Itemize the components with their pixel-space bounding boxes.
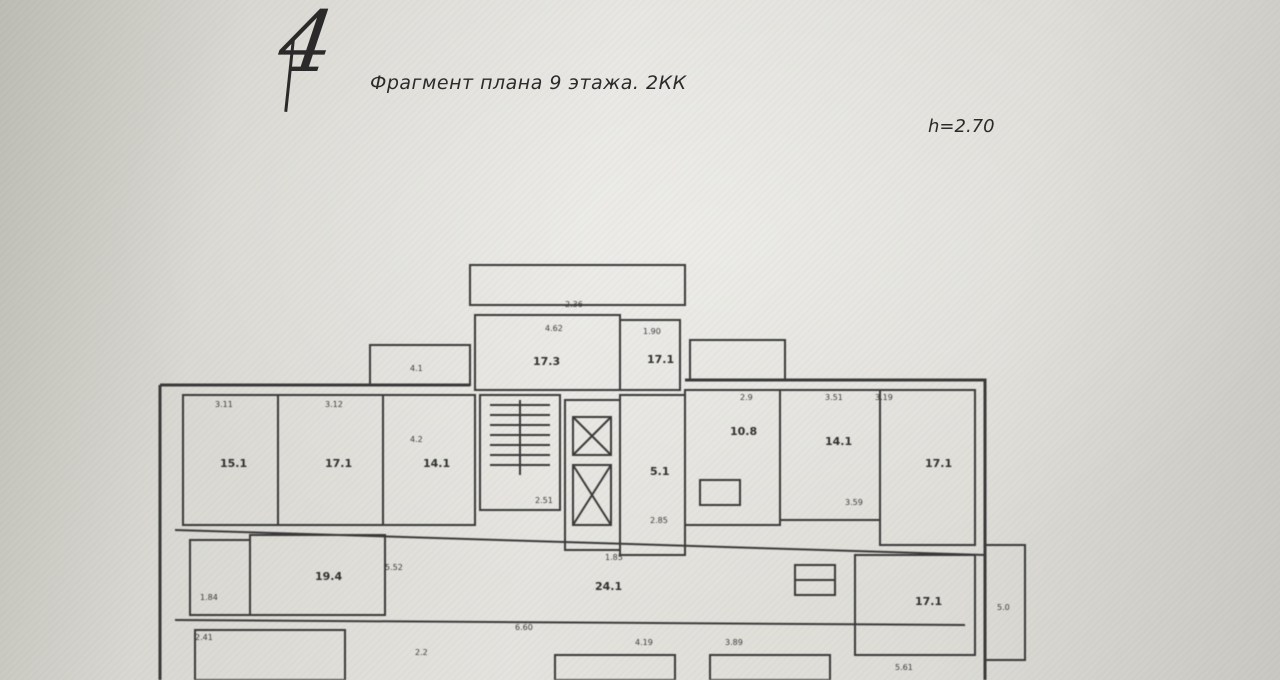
bath-1 bbox=[699, 479, 741, 506]
room-13 bbox=[709, 654, 831, 680]
room-area-label: 19.4 bbox=[315, 570, 342, 583]
dimension-label: 2.51 bbox=[535, 496, 553, 505]
corridor-bottom bbox=[174, 619, 966, 626]
dimension-label: 3.51 bbox=[825, 393, 843, 402]
room-area-label: 17.3 bbox=[533, 355, 560, 368]
elevator-2 bbox=[572, 464, 612, 526]
dimension-label: 4.2 bbox=[410, 435, 423, 444]
dimension-label: 2.9 bbox=[740, 393, 753, 402]
dimension-label: 1.90 bbox=[643, 327, 661, 336]
dimension-label: 3.19 bbox=[875, 393, 893, 402]
room-area-label: 17.1 bbox=[647, 353, 674, 366]
room-6 bbox=[779, 389, 881, 521]
dimension-label: 4.1 bbox=[410, 364, 423, 373]
dimension-label: 5.52 bbox=[385, 563, 403, 572]
room-area-label: 24.1 bbox=[595, 580, 622, 593]
room-area-label: 14.1 bbox=[825, 435, 852, 448]
room-area-label: 15.1 bbox=[220, 457, 247, 470]
upper-small-room bbox=[619, 319, 681, 391]
room-area-label: 17.1 bbox=[925, 457, 952, 470]
dimension-label: 3.12 bbox=[325, 400, 343, 409]
dimension-label: 4.62 bbox=[545, 324, 563, 333]
stair-treads bbox=[490, 400, 550, 475]
room-area-label: 10.8 bbox=[730, 425, 757, 438]
dimension-label: 6.60 bbox=[515, 623, 533, 632]
floor-plan: 15.1 17.1 14.1 17.3 17.1 10.8 5.1 14.1 17.1 19.4 2… bbox=[155, 235, 1045, 680]
dimension-label: 3.11 bbox=[215, 400, 233, 409]
room-11 bbox=[194, 629, 346, 680]
room-10 bbox=[854, 554, 976, 656]
room-area-label: 17.1 bbox=[915, 595, 942, 608]
room-3 bbox=[382, 394, 476, 526]
dimension-label: 2.85 bbox=[650, 516, 668, 525]
dimension-label: 4.19 bbox=[635, 638, 653, 647]
corridor-top bbox=[174, 529, 986, 556]
plan-title: Фрагмент плана 9 этажа. 2КК bbox=[370, 72, 687, 94]
room-8 bbox=[189, 539, 251, 616]
elevator-1 bbox=[572, 416, 612, 456]
room-area-label: 14.1 bbox=[423, 457, 450, 470]
page-number: 4 bbox=[273, 0, 341, 91]
dimension-label: 5.61 bbox=[895, 663, 913, 672]
dimension-label: 2.2 bbox=[415, 648, 428, 657]
room-9 bbox=[249, 534, 386, 616]
balcony-top bbox=[469, 264, 686, 306]
dimension-label: 5.0 bbox=[997, 603, 1010, 612]
balcony-right bbox=[984, 544, 1026, 661]
loggia-right bbox=[689, 339, 786, 381]
room-area-label: 5.1 bbox=[650, 465, 670, 478]
room-7 bbox=[879, 389, 976, 546]
dimension-label: 3.89 bbox=[725, 638, 743, 647]
dimension-label: 2.36 bbox=[565, 300, 583, 309]
room-12 bbox=[554, 654, 676, 680]
ceiling-height-label: h=2.70 bbox=[928, 116, 995, 137]
dimension-label: 1.85 bbox=[605, 553, 623, 562]
floor-plan-drawing: 15.1 17.1 14.1 17.3 17.1 10.8 5.1 14.1 17.1 19.4 2… bbox=[158, 264, 1026, 680]
stair-block bbox=[479, 394, 561, 511]
dimension-label: 3.59 bbox=[845, 498, 863, 507]
dimension-label: 1.84 bbox=[200, 593, 218, 602]
room-area-label: 17.1 bbox=[325, 457, 352, 470]
dimension-label: 2.41 bbox=[195, 633, 213, 642]
